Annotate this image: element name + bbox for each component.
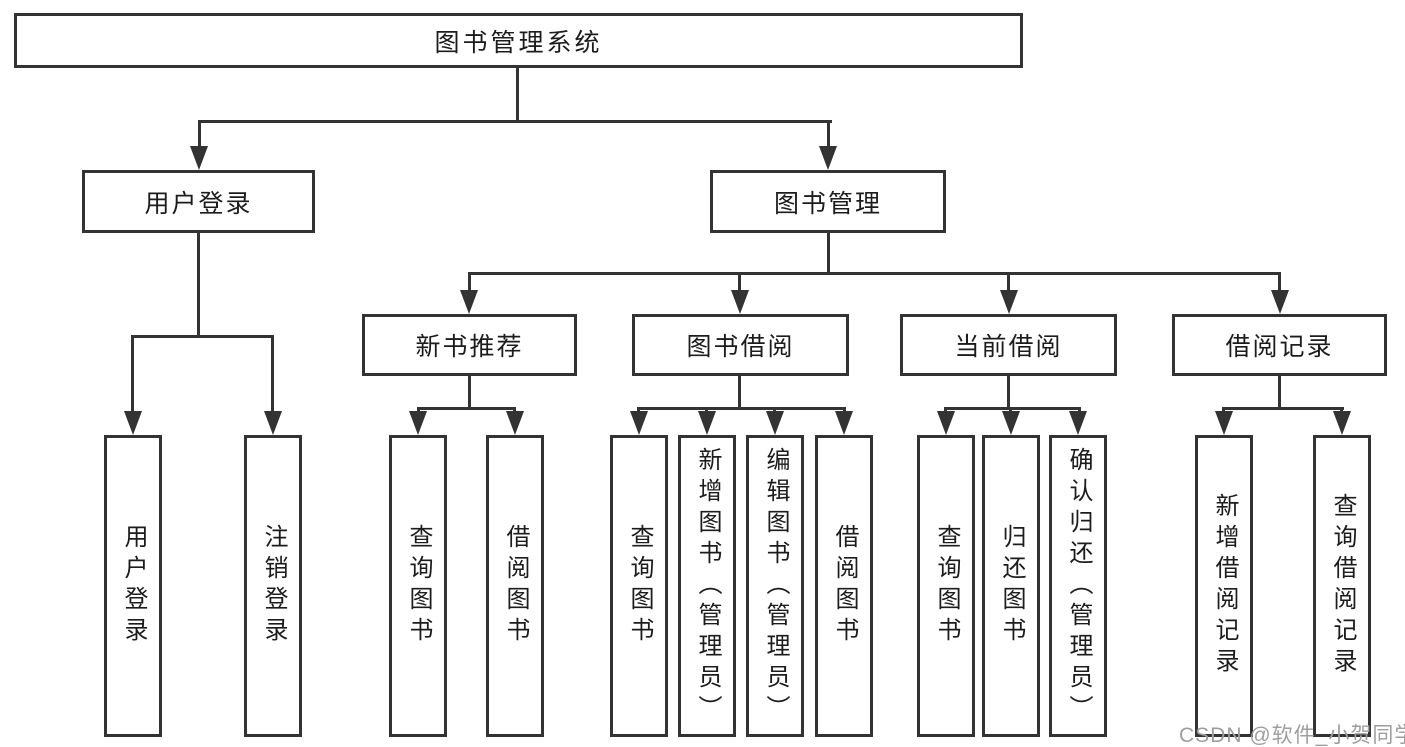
arrowhead-leaf-add-book-icon bbox=[698, 411, 716, 435]
connector-to-current-borrowing bbox=[1007, 272, 1010, 292]
node-book-management-label: 图书管理 bbox=[773, 189, 882, 218]
connector-to-book-borrowing bbox=[738, 272, 741, 292]
connector-current-stem bbox=[1007, 376, 1010, 410]
connector-to-leaf-logout bbox=[271, 335, 274, 413]
connector-root-stem bbox=[516, 68, 519, 123]
node-book-borrowing: 图书借阅 bbox=[632, 314, 849, 376]
node-user-login: 用户登录 bbox=[82, 170, 315, 233]
leaf-borrow-books-borrowing-label: 借阅图书 bbox=[831, 524, 858, 648]
connector-user-login-split bbox=[131, 335, 274, 338]
node-library-system-label: 图书管理系统 bbox=[434, 28, 603, 57]
arrowhead-leaf-logout-icon bbox=[264, 411, 282, 435]
leaf-add-borrow-record-label: 新增借阅记录 bbox=[1211, 493, 1238, 679]
leaf-borrow-books-recommend-label: 借阅图书 bbox=[502, 524, 529, 648]
connector-to-new-book-recommend bbox=[468, 272, 471, 292]
leaf-return-books: 归还图书 bbox=[982, 435, 1040, 737]
leaf-user-login-label: 用户登录 bbox=[120, 524, 147, 648]
node-new-book-recommend-label: 新书推荐 bbox=[415, 333, 524, 361]
leaf-logout-label: 注销登录 bbox=[260, 524, 287, 648]
csdn-watermark: CSDN @软件_小贺同学 bbox=[1179, 724, 1405, 747]
arrowhead-new-book-recommend-icon bbox=[460, 290, 478, 314]
leaf-edit-book-admin: 编辑图书（管理员） bbox=[746, 435, 804, 737]
node-library-system: 图书管理系统 bbox=[14, 13, 1023, 68]
leaf-add-book-admin-label: 新增图书（管理员） bbox=[694, 446, 721, 726]
arrowhead-leaf-borrow-borrowing-icon bbox=[835, 411, 853, 435]
node-current-borrowing: 当前借阅 bbox=[900, 314, 1117, 376]
arrowhead-leaf-query-record-icon bbox=[1333, 411, 1351, 435]
leaf-edit-book-admin-label: 编辑图书（管理员） bbox=[762, 446, 789, 726]
leaf-query-books-current-label: 查询图书 bbox=[933, 524, 960, 648]
node-book-management: 图书管理 bbox=[710, 170, 946, 233]
leaf-confirm-return-admin: 确认归还（管理员） bbox=[1049, 435, 1107, 737]
arrowhead-leaf-confirm-return-icon bbox=[1069, 411, 1087, 435]
connector-recommend-split bbox=[417, 407, 516, 410]
leaf-user-login: 用户登录 bbox=[104, 435, 162, 737]
leaf-add-borrow-record: 新增借阅记录 bbox=[1195, 435, 1253, 737]
leaf-logout: 注销登录 bbox=[244, 435, 302, 737]
leaf-add-book-admin: 新增图书（管理员） bbox=[678, 435, 736, 737]
connector-to-user-login bbox=[198, 120, 201, 148]
node-book-borrowing-label: 图书借阅 bbox=[686, 333, 795, 361]
connector-to-leaf-user-login bbox=[131, 335, 134, 413]
node-current-borrowing-label: 当前借阅 bbox=[954, 333, 1063, 361]
leaf-query-borrow-record-label: 查询借阅记录 bbox=[1329, 493, 1356, 679]
arrowhead-leaf-add-record-icon bbox=[1215, 411, 1233, 435]
arrowhead-leaf-edit-book-icon bbox=[766, 411, 784, 435]
arrowhead-leaf-return-books-icon bbox=[1002, 411, 1020, 435]
connector-records-stem bbox=[1278, 376, 1281, 410]
connector-recommend-stem bbox=[468, 376, 471, 410]
connector-to-book-management bbox=[827, 120, 830, 148]
leaf-borrow-books-borrowing: 借阅图书 bbox=[815, 435, 873, 737]
connector-book-management-stem bbox=[827, 233, 830, 274]
arrowhead-book-management-icon bbox=[819, 146, 837, 170]
connector-book-management-split bbox=[468, 272, 1281, 275]
arrowhead-borrow-records-icon bbox=[1271, 290, 1289, 314]
connector-root-split bbox=[198, 120, 832, 123]
connector-user-login-stem bbox=[197, 233, 200, 338]
connector-records-split bbox=[1222, 407, 1344, 410]
arrowhead-leaf-query-borrowing-icon bbox=[630, 411, 648, 435]
leaf-query-books-recommend: 查询图书 bbox=[389, 435, 447, 737]
node-user-login-label: 用户登录 bbox=[144, 189, 253, 218]
arrowhead-leaf-borrow-recommend-icon bbox=[506, 411, 524, 435]
arrowhead-current-borrowing-icon bbox=[1000, 290, 1018, 314]
leaf-confirm-return-admin-label: 确认归还（管理员） bbox=[1065, 446, 1092, 726]
leaf-borrow-books-recommend: 借阅图书 bbox=[486, 435, 544, 737]
arrowhead-leaf-query-recommend-icon bbox=[409, 411, 427, 435]
node-borrow-records: 借阅记录 bbox=[1172, 314, 1387, 376]
arrowhead-book-borrowing-icon bbox=[731, 290, 749, 314]
leaf-return-books-label: 归还图书 bbox=[998, 524, 1025, 648]
connector-borrowing-stem bbox=[738, 376, 741, 410]
node-borrow-records-label: 借阅记录 bbox=[1225, 333, 1334, 361]
leaf-query-books-borrowing-label: 查询图书 bbox=[626, 524, 653, 648]
leaf-query-books-borrowing: 查询图书 bbox=[610, 435, 668, 737]
leaf-query-books-current: 查询图书 bbox=[917, 435, 975, 737]
leaf-query-borrow-record: 查询借阅记录 bbox=[1313, 435, 1371, 737]
arrowhead-leaf-user-login-icon bbox=[124, 411, 142, 435]
leaf-query-books-recommend-label: 查询图书 bbox=[405, 524, 432, 648]
arrowhead-user-login-icon bbox=[190, 146, 208, 170]
connector-to-borrow-records bbox=[1278, 272, 1281, 292]
connector-borrowing-split bbox=[637, 407, 846, 410]
connector-current-split bbox=[944, 407, 1081, 410]
node-new-book-recommend: 新书推荐 bbox=[362, 314, 577, 376]
arrowhead-leaf-query-current-icon bbox=[937, 411, 955, 435]
